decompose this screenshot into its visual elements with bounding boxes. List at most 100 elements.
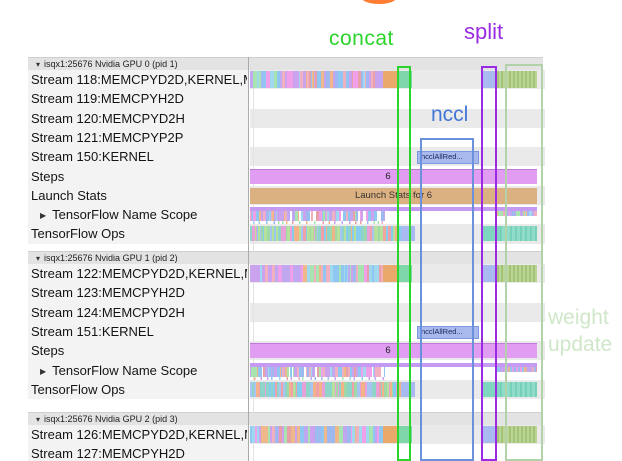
track-label: Launch Stats: [31, 186, 247, 205]
track-label: Stream 119:MEMCPYH2D: [31, 89, 247, 108]
sidebar-divider[interactable]: [248, 57, 249, 461]
nccl-annotation-box: [420, 138, 474, 461]
split-event-block[interactable]: [481, 71, 496, 88]
tf-ops-events[interactable]: [250, 226, 401, 242]
row-events-namescope: [250, 361, 537, 380]
row-events-steps: 6: [250, 167, 537, 186]
orange-annotation-fragment: [361, 0, 397, 4]
concat-event-block[interactable]: [399, 265, 412, 282]
tf-ops-blue-block[interactable]: [401, 226, 415, 242]
concat-event-block[interactable]: [399, 71, 412, 88]
expand-triangle-icon: ▶: [40, 366, 47, 376]
section-header-label: isqx1:25676 Nvidia GPU 0 (pid 1): [44, 59, 178, 69]
track-label[interactable]: ▶TensorFlow Name Scope: [31, 205, 247, 224]
track-label-text: Stream 121:MEMCPYP2P: [31, 129, 184, 145]
namescope-right-cluster[interactable]: [497, 366, 537, 372]
track-label[interactable]: ▶ TensorFlow Name Scope: [31, 361, 247, 380]
time-gridline: [253, 57, 254, 461]
row-events-namescope: [250, 205, 537, 225]
orange-event-block[interactable]: [383, 71, 399, 88]
memcpy-kernel-events[interactable]: [250, 265, 383, 282]
track-label-text: Stream 126:MEMCPYD2D,KERNEL,MI: [31, 427, 247, 442]
split-annotation-label: split: [464, 19, 504, 44]
namescope-dense-events[interactable]: [250, 211, 385, 222]
track-label: Steps: [31, 167, 247, 186]
nccl-allreduce-bar[interactable]: ncclAllRed...: [417, 151, 479, 165]
row-events-steps: 6: [250, 341, 537, 360]
row-events-stream_full: [250, 264, 537, 283]
namescope-span-bar[interactable]: [250, 362, 537, 367]
track-label-text: Steps: [31, 168, 65, 184]
tf-ops-teal-stripes[interactable]: [500, 381, 537, 397]
track-label-text: Stream 151:KERNEL: [31, 323, 154, 339]
section-header-gpu2[interactable]: ▾isqx1:25676 Nvidia GPU 2 (pid 3): [28, 412, 543, 425]
concat-annotation-label: concat: [329, 27, 394, 50]
weight-update-events[interactable]: [497, 265, 537, 282]
row-events-ops: [250, 224, 537, 243]
steps-bar[interactable]: [250, 343, 537, 359]
track-label-text: TensorFlow Name Scope: [52, 362, 198, 378]
split-annotation-box: [481, 66, 497, 461]
section-header-gpu1[interactable]: ▾isqx1:25676 Nvidia GPU 1 (pid 2): [28, 251, 543, 264]
track-label: Stream 121:MEMCPYP2P: [31, 128, 247, 147]
steps-count-label: 6: [385, 345, 391, 357]
weight-update-events[interactable]: [497, 71, 537, 88]
steps-bar[interactable]: [250, 168, 537, 184]
track-label: Stream 120:MEMCPYD2H: [31, 109, 247, 128]
concat-annotation-box: [397, 66, 411, 461]
section-header-gpu0[interactable]: ▾isqx1:25676 Nvidia GPU 0 (pid 1): [28, 57, 543, 70]
split-event-block[interactable]: [481, 265, 496, 282]
memcpy-kernel-events[interactable]: [250, 71, 383, 88]
weight-update-annotation-label: weight update: [548, 306, 613, 356]
namescope-tick-events[interactable]: [250, 376, 385, 380]
expand-triangle-icon: ▶: [40, 211, 47, 221]
split-event-block[interactable]: [481, 426, 496, 443]
tf-ops-events[interactable]: [250, 381, 401, 397]
track-label-text: Launch Stats: [31, 187, 107, 203]
nccl-annotation-label: nccl: [431, 103, 469, 126]
track-label-text: Stream 118:MEMCPYD2D,KERNEL,ME: [31, 72, 247, 87]
orange-event-block[interactable]: [383, 426, 399, 443]
collapse-triangle-icon: ▾: [36, 59, 41, 69]
namescope-tick-events[interactable]: [250, 221, 385, 225]
track-label: TensorFlow Ops: [31, 380, 247, 399]
orange-event-block[interactable]: [383, 265, 399, 282]
collapse-triangle-icon: ▾: [36, 414, 41, 424]
collapse-triangle-icon: ▾: [36, 253, 41, 263]
track-label-text: TensorFlow Ops: [31, 226, 125, 242]
track-label-text: Stream 120:MEMCPYD2H: [31, 110, 185, 126]
nccl-allreduce-bar[interactable]: ncclAllRed...: [417, 325, 479, 339]
track-label: Stream 151:KERNEL: [31, 322, 247, 341]
steps-count-label: 6: [385, 170, 391, 182]
launch-stats-bar[interactable]: Launch Stats for 6: [250, 187, 537, 204]
track-label: Stream 124:MEMCPYD2H: [31, 303, 247, 322]
track-label-text: TensorFlow Ops: [31, 381, 125, 397]
sidebar-panel: [28, 57, 248, 244]
section-header-label: isqx1:25676 Nvidia GPU 1 (pid 2): [44, 253, 178, 263]
track-label: Stream 122:MEMCPYD2D,KERNEL,MI: [31, 264, 247, 283]
track-label-text: Stream 119:MEMCPYH2D: [31, 91, 184, 107]
tf-ops-blue-block[interactable]: [401, 381, 415, 397]
track-label-text: Stream 122:MEMCPYD2D,KERNEL,MI: [31, 266, 247, 281]
track-label: Stream 150:KERNEL: [31, 147, 247, 166]
namescope-right-cluster[interactable]: [497, 211, 537, 217]
weight-update-annotation-box: [505, 64, 543, 461]
track-label: Stream 126:MEMCPYD2D,KERNEL,MI: [31, 425, 247, 444]
memcpy-kernel-events[interactable]: [250, 426, 383, 443]
sidebar-panel: [28, 251, 248, 400]
namescope-dense-events[interactable]: [250, 366, 385, 377]
row-events-nccl_kernel: ncclAllRed...: [250, 322, 537, 341]
track-label: Steps: [31, 341, 247, 360]
concat-event-block[interactable]: [399, 426, 412, 443]
track-label: TensorFlow Ops: [31, 224, 247, 243]
track-label: Stream 127:MEMCPYH2D: [31, 444, 247, 461]
tf-ops-teal-stripes[interactable]: [500, 226, 537, 242]
weight-update-events[interactable]: [497, 426, 537, 443]
track-label-text: Steps: [31, 343, 65, 359]
track-label-text: Stream 127:MEMCPYH2D: [31, 446, 185, 461]
track-label-text: Stream 150:KERNEL: [31, 149, 154, 165]
track-label: Stream 118:MEMCPYD2D,KERNEL,ME: [31, 70, 247, 89]
namescope-span-bar[interactable]: [250, 207, 537, 212]
